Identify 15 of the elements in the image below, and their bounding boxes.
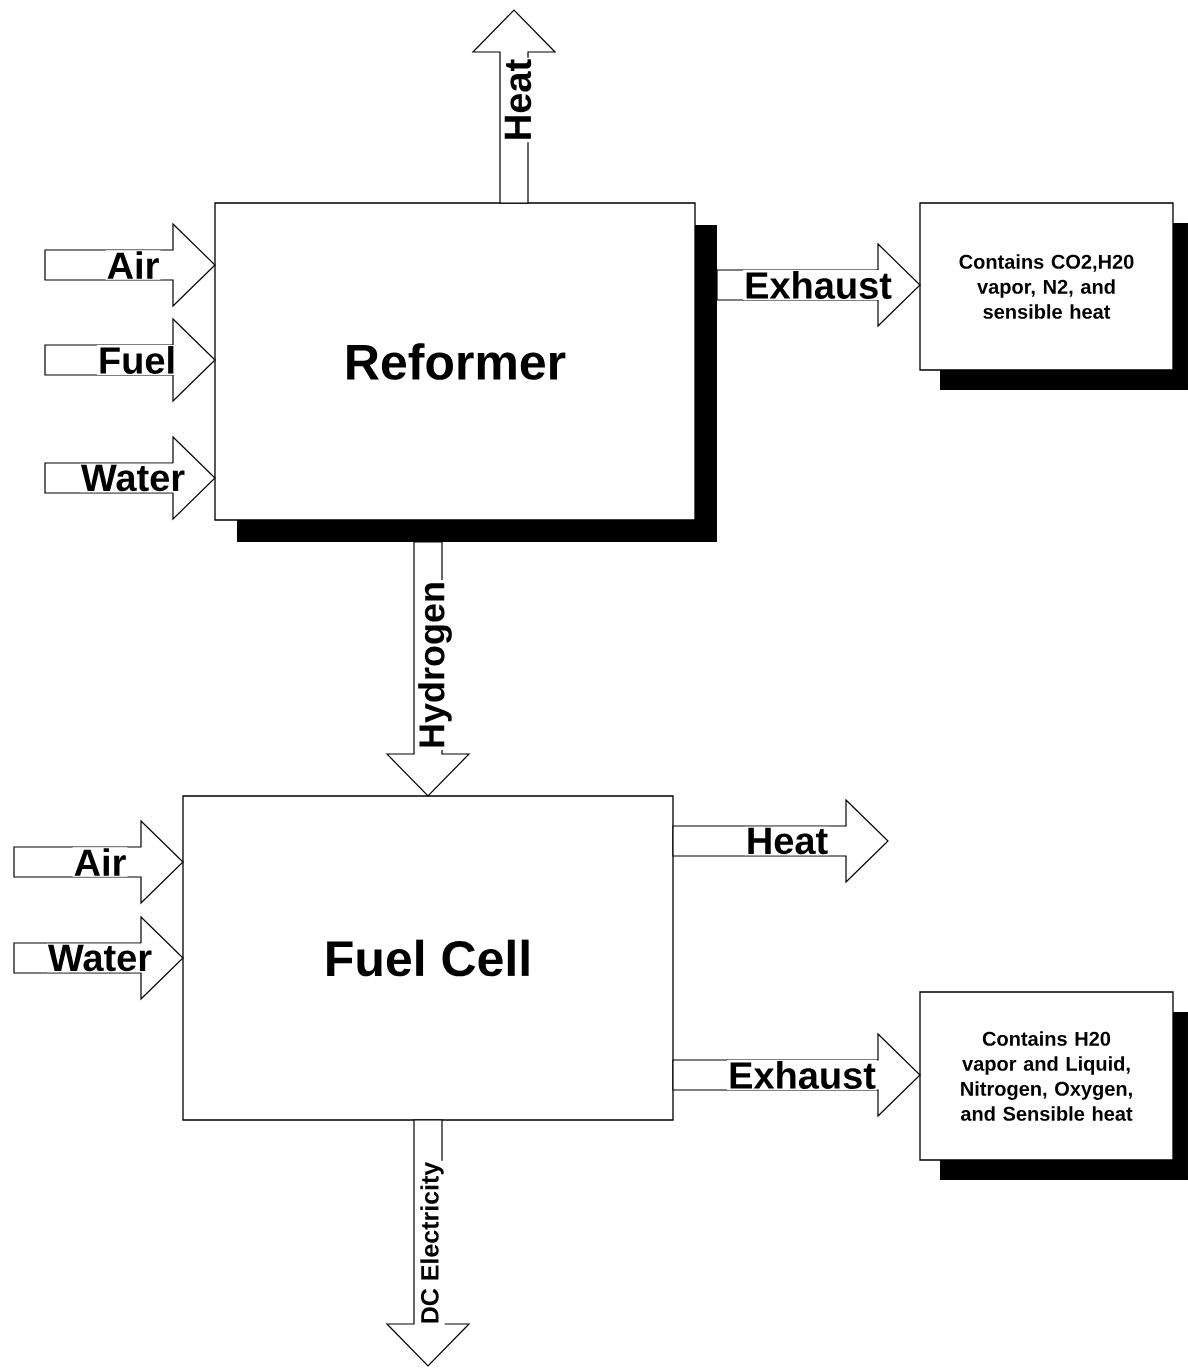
edge-label: Hydrogen <box>417 580 453 750</box>
edge-label: Exhaust <box>727 1060 877 1090</box>
edge-label: DC Electricity <box>419 1160 445 1326</box>
edge-label: Heat <box>503 57 533 143</box>
note-box: Contains H20 vapor and Liquid, Nitrogen, Oxygen, and Sensible heat <box>919 991 1188 1180</box>
edge-label: Exhaust <box>743 270 893 300</box>
edge-label: Air <box>72 847 128 877</box>
edge-label: Air <box>105 250 161 280</box>
edge-label: Heat <box>744 826 830 856</box>
note-box: Contains CO2,H20 vapor, N2, and sensible heat <box>919 202 1188 390</box>
edge-label: Fuel <box>96 345 178 375</box>
process-box: Fuel Cell <box>182 795 674 1121</box>
edge-label: Water <box>79 463 187 493</box>
process-box: Reformer <box>214 202 717 542</box>
edge-label: Water <box>46 943 154 973</box>
